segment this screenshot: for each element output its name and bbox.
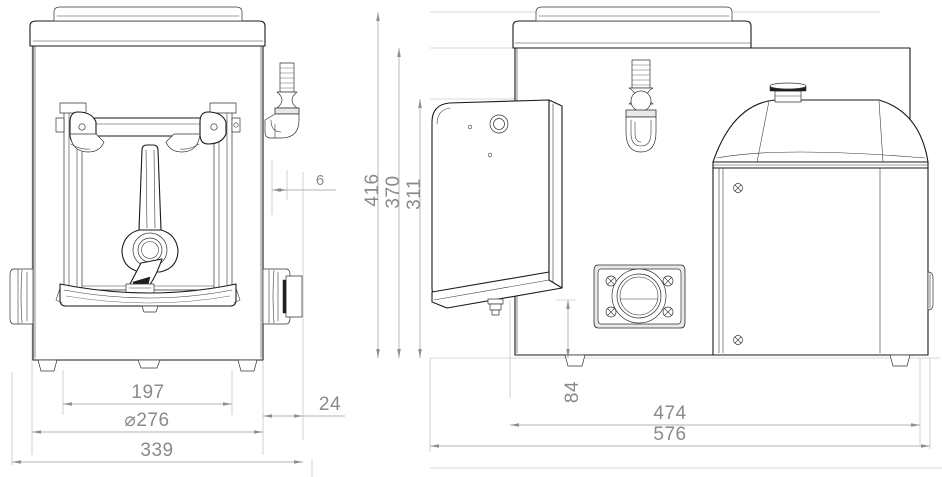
side-dimension-576: 576: [430, 358, 931, 449]
dimension-value-339: 339: [140, 440, 173, 461]
dimension-value-474: 474: [653, 403, 686, 424]
front-view: 197 ⌀276 339 24 6: [9, 6, 345, 465]
front-left-port: [9, 268, 34, 325]
side-view: 416 370 311 84 474 576: [362, 6, 940, 452]
side-domed-hood: [712, 82, 934, 356]
front-dimension-339: 339: [11, 372, 303, 465]
front-dimension-197: 197: [63, 382, 232, 406]
side-dimension-311: 311: [404, 99, 425, 358]
dimension-value-370: 370: [383, 175, 404, 208]
front-bowl-assembly: [55, 102, 241, 313]
dimension-value-84: 84: [562, 381, 583, 403]
front-dimension-24: 24: [263, 394, 345, 418]
side-dimension-84: 84: [556, 299, 583, 403]
side-flange-port: [593, 264, 686, 329]
dimension-value-416: 416: [362, 173, 383, 206]
front-dimension-276: ⌀276: [32, 410, 263, 434]
title-block-remnant: [311, 460, 942, 477]
dimension-value-6: 6: [316, 172, 324, 189]
side-dimension-370: 370: [383, 48, 404, 358]
front-hose-barb: [264, 62, 300, 139]
side-dimension-416: 416: [362, 12, 383, 358]
dimension-value-276: ⌀276: [124, 410, 169, 431]
side-dimension-474: 474: [510, 403, 920, 427]
flange-screws: [605, 275, 674, 318]
front-dimension-6: 6: [271, 160, 336, 215]
side-extension-lines: [429, 11, 940, 452]
dimension-value-197: 197: [131, 382, 164, 403]
side-feet: [564, 354, 911, 367]
front-right-port: [262, 268, 303, 325]
dimension-value-311: 311: [404, 178, 425, 210]
side-hose-barb: [625, 59, 657, 153]
front-feet: [37, 359, 258, 372]
side-hopper-bracket: [431, 99, 563, 316]
dimension-value-24: 24: [319, 394, 341, 415]
dimension-value-576: 576: [653, 424, 686, 445]
